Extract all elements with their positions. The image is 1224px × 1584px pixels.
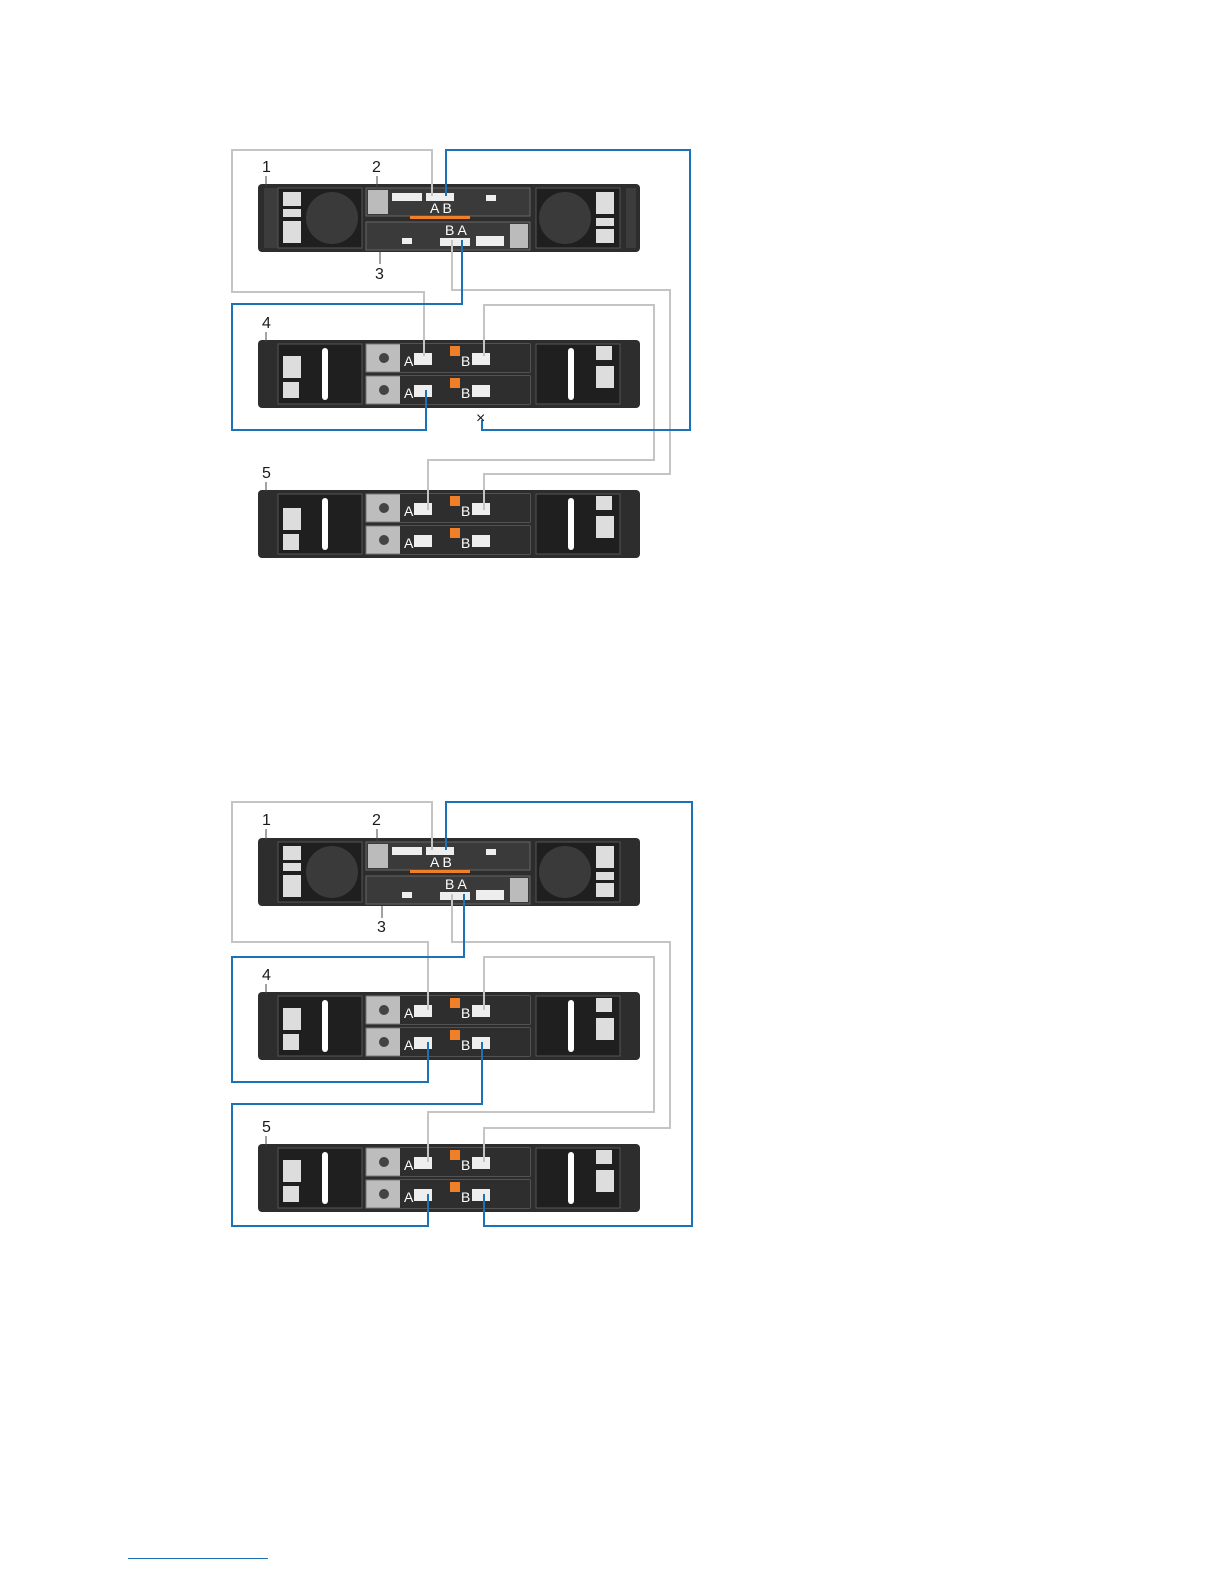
- enclosure5-bottom-port-b: B: [461, 1189, 470, 1205]
- controller-top-port-labels: A B: [430, 200, 452, 216]
- footnote-divider: [128, 1558, 268, 1559]
- expansion-enclosure-5: A B A B: [258, 490, 640, 558]
- callout-1: 1: [262, 159, 271, 176]
- callout-4: 4: [262, 315, 271, 332]
- callout-3: 3: [377, 919, 386, 936]
- expansion-enclosure-5: A B A B: [258, 1144, 640, 1212]
- callout-5: 5: [262, 1119, 271, 1136]
- figure-1: A B B A A B A: [232, 150, 690, 558]
- enclosure4-top-port-a: A: [404, 1005, 414, 1021]
- enclosure4-top-port-b: B: [461, 353, 470, 369]
- enclosure5-bottom-port-b: B: [461, 535, 470, 551]
- enclosure5-top-port-a: A: [404, 503, 414, 519]
- enclosure4-bottom-port-a: A: [404, 1037, 414, 1053]
- storage-array-1: A B B A: [258, 184, 640, 252]
- callout-5: 5: [262, 465, 271, 482]
- controller-bottom-port-labels: B A: [445, 222, 467, 238]
- enclosure4-top-port-a: A: [404, 353, 414, 369]
- enclosure4-top-port-b: B: [461, 1005, 470, 1021]
- callout-4: 4: [262, 967, 271, 984]
- enclosure5-top-port-b: B: [461, 503, 470, 519]
- callout-3: 3: [375, 266, 384, 283]
- enclosure4-bottom-port-b: B: [461, 1037, 470, 1053]
- enclosure5-bottom-port-a: A: [404, 1189, 414, 1205]
- controller-top-port-labels: A B: [430, 854, 452, 870]
- storage-array-1: A B B A: [258, 838, 640, 906]
- callout-2: 2: [372, 159, 381, 176]
- callout-2: 2: [372, 812, 381, 829]
- disconnected-port-marker: ×: [476, 410, 485, 427]
- expansion-enclosure-4: A B A B: [258, 340, 640, 408]
- callout-1: 1: [262, 812, 271, 829]
- enclosure5-top-port-a: A: [404, 1157, 414, 1173]
- controller-bottom-port-labels: B A: [445, 876, 467, 892]
- enclosure4-bottom-port-b: B: [461, 385, 470, 401]
- figure-2: A B B A A B A: [232, 802, 692, 1226]
- enclosure4-bottom-port-a: A: [404, 385, 414, 401]
- expansion-enclosure-4: A B A B: [258, 992, 640, 1060]
- enclosure5-bottom-port-a: A: [404, 535, 414, 551]
- enclosure5-top-port-b: B: [461, 1157, 470, 1173]
